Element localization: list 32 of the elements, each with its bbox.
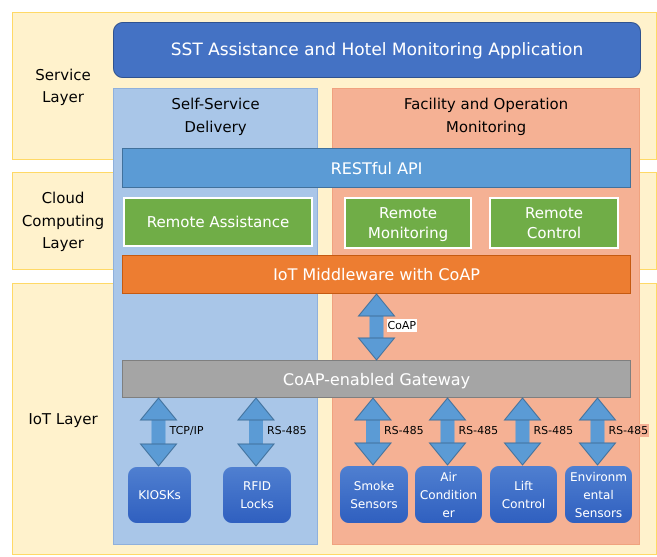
edge-label: RS-485 [608,424,650,436]
double-arrow [579,398,616,466]
double-arrow [238,398,274,466]
double-arrow [140,398,177,466]
layer-bar: CoAP-enabled Gateway [122,360,631,398]
layer-label: IoT Layer [27,408,99,430]
edge-label: CoAP [386,319,418,332]
edge-label: RS-485 [383,424,425,436]
double-arrow [504,398,541,466]
device-box: KIOSKs [128,467,191,523]
service-box: Remote Monitoring [344,197,472,249]
service-box: Remote Control [489,197,619,249]
device-box: Smoke Sensors [340,466,408,523]
double-arrow [429,398,466,466]
edge-label: TCP/IP [168,424,204,437]
layer-label: Cloud Computing Layer [20,188,106,254]
edge-label: RS-485 [532,424,574,436]
layer-bar: RESTful API [122,148,631,188]
device-box: Environmental Sensors [565,466,632,523]
edge-label: RS-485 [458,424,500,436]
layer-bar: IoT Middleware with CoAP [122,255,631,294]
device-box: Lift Control [490,466,557,523]
double-arrow [358,294,395,360]
application-box: SST Assistance and Hotel Monitoring Application [113,22,641,78]
double-arrow [354,398,392,466]
service-box: Remote Assistance [123,197,313,247]
device-box: Air Conditioner [415,466,482,523]
device-box: RFID Locks [223,467,291,523]
edge-label: RS-485 [266,424,308,437]
layer-label: Service Layer [34,64,92,108]
panel-heading: Facility and Operation Monitoring [402,94,570,138]
panel-heading: Self-Service Delivery [170,94,261,138]
